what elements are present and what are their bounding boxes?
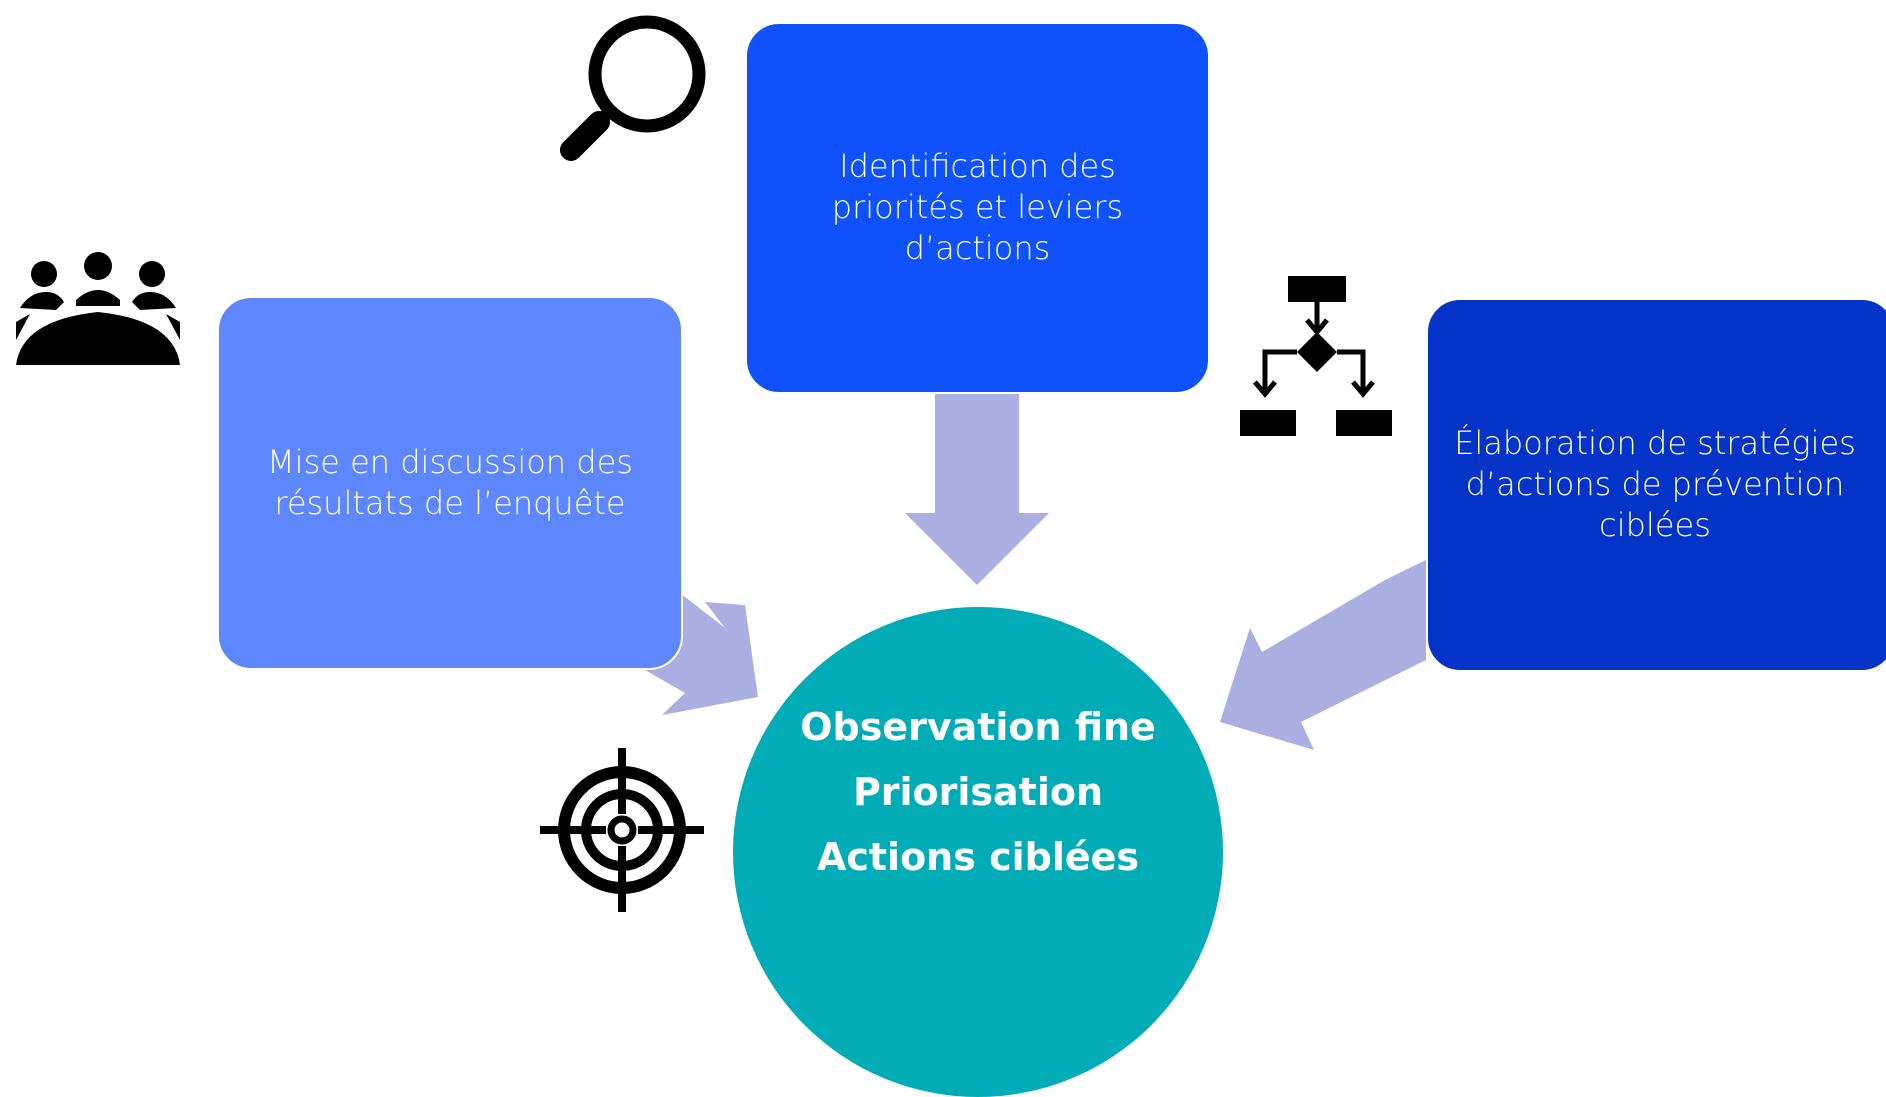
center-line3: Actions ciblées (816, 834, 1140, 879)
magnifier-icon (560, 15, 706, 161)
center-circle: Observation fine Priorisation Actions ci… (733, 607, 1223, 1097)
center-line1: Observation fine (800, 704, 1156, 749)
box-top-line3: d’actions (904, 229, 1051, 267)
meeting-group-icon (16, 252, 180, 365)
box-right-line1: Élaboration de stratégies (1454, 424, 1856, 462)
flowchart-icon (1240, 276, 1392, 436)
center-line2: Priorisation (852, 769, 1104, 814)
box-left-line1: Mise en discussion des (267, 443, 633, 481)
box-left-line2: résultats de l’enquête (274, 484, 626, 522)
box-priorities-identification: Identification des priorités et leviers … (745, 22, 1210, 394)
box-top-line1: Identification des (839, 147, 1116, 185)
arrow-from-right (1220, 560, 1426, 750)
arrow-from-top (905, 394, 1049, 585)
box-strategy-elaboration: Élaboration de stratégies d’actions de p… (1426, 298, 1886, 672)
box-right-line2: d’actions de prévention (1465, 465, 1845, 503)
target-crosshair-icon (540, 748, 704, 912)
box-top-line2: priorités et leviers (831, 188, 1124, 226)
box-right-line3: ciblées (1599, 506, 1711, 544)
box-survey-discussion: Mise en discussion des résultats de l’en… (217, 296, 683, 670)
